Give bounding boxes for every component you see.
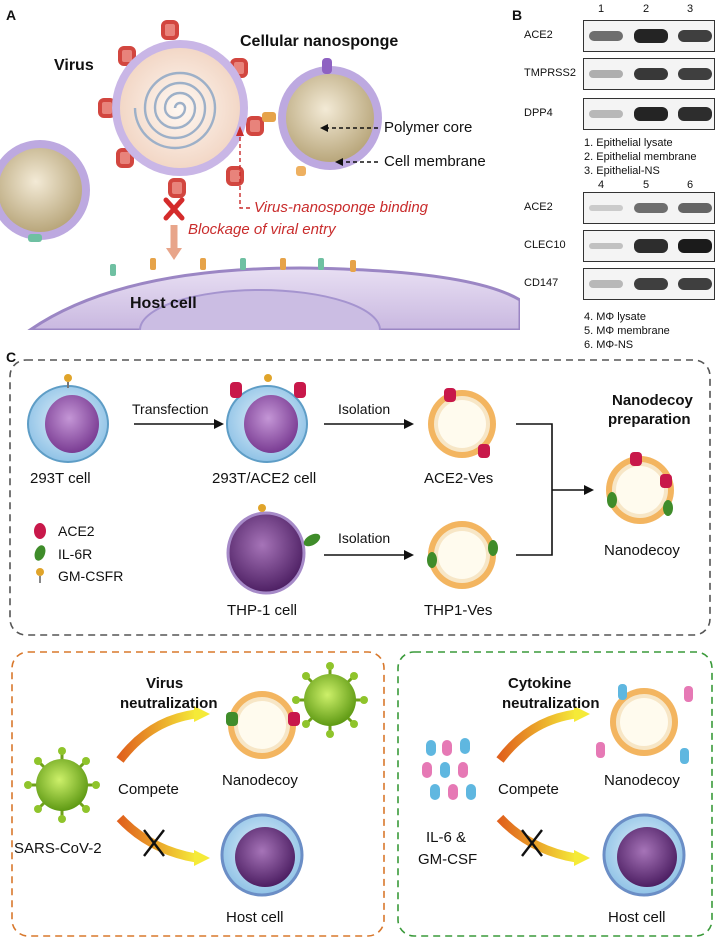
legend-gmcsfr: GM-CSFR bbox=[58, 568, 124, 584]
cytokines-label-line1: IL-6 & bbox=[426, 829, 467, 846]
nanodecoy-preparation-line2: preparation bbox=[608, 411, 691, 428]
nanodecoy-label: Nanodecoy bbox=[604, 542, 680, 559]
top-blot-label-dpp4: DPP4 bbox=[524, 107, 553, 119]
panel-a-illustration bbox=[0, 20, 520, 330]
legend-item-5: 5. MΦ membrane bbox=[584, 325, 670, 337]
blot-band bbox=[634, 67, 668, 81]
bottom-lane-6: 6 bbox=[687, 179, 694, 191]
thp1-cell-graphic bbox=[226, 511, 306, 595]
thp1-cell-label: THP-1 cell bbox=[227, 602, 298, 619]
panel-a-letter: A bbox=[6, 7, 17, 23]
top-blot-label-ace2: ACE2 bbox=[524, 29, 553, 41]
thp1-ves-label: THP1-Ves bbox=[424, 602, 493, 619]
bottom-blot-label-clec10: CLEC10 bbox=[524, 239, 566, 251]
cellular-nanosponge-label: Cellular nanosponge bbox=[240, 33, 399, 50]
legend-ace2: ACE2 bbox=[58, 523, 95, 539]
blot-band bbox=[678, 202, 712, 214]
nanodecoy-virus-graphic bbox=[228, 691, 296, 759]
blot-band bbox=[589, 204, 623, 212]
cytokine-neutralization-line1: Cytokine bbox=[508, 675, 572, 692]
cell-293t-ace2-label: 293T/ACE2 cell bbox=[212, 470, 317, 487]
top-lane-2: 2 bbox=[643, 3, 650, 15]
blockage-label: Blockage of viral entry bbox=[188, 221, 336, 238]
isolation-label-1: Isolation bbox=[338, 401, 391, 417]
top-blot-tmprss2 bbox=[583, 58, 715, 90]
blot-band bbox=[589, 280, 623, 288]
il6r-legend-icon bbox=[34, 545, 46, 561]
blot-band bbox=[589, 110, 623, 118]
blot-band bbox=[678, 67, 712, 81]
compete-label-virus: Compete bbox=[118, 781, 179, 798]
bottom-blot-label-cd147: CD147 bbox=[524, 277, 559, 289]
virus-label: Virus bbox=[54, 57, 94, 74]
nanodecoy-graphic bbox=[606, 456, 674, 524]
host-cell-cytokine-graphic bbox=[602, 813, 686, 897]
host-cell-label-cytokine: Host cell bbox=[608, 909, 666, 926]
blot-band bbox=[589, 242, 623, 250]
legend-item-6: 6. MΦ-NS bbox=[584, 339, 634, 351]
ace2-legend-icon bbox=[34, 523, 46, 539]
bottom-blot-clec10 bbox=[583, 230, 715, 262]
bottom-blot-cd147 bbox=[583, 268, 715, 300]
top-lane-1: 1 bbox=[598, 3, 605, 15]
blot-band bbox=[589, 70, 623, 78]
bottom-blot-ace2 bbox=[583, 192, 715, 224]
nanodecoy-preparation-line1: Nanodecoy bbox=[612, 392, 693, 409]
binding-label: Virus-nanosponge binding bbox=[254, 199, 429, 216]
legend-il6r: IL-6R bbox=[58, 546, 93, 562]
cell-membrane-label: Cell membrane bbox=[384, 153, 486, 170]
legend-item-1: 1. Epithelial lysate bbox=[584, 137, 673, 149]
bottom-lane-4: 4 bbox=[598, 179, 605, 191]
virus-particle-graphic bbox=[98, 20, 264, 198]
top-blot-dpp4 bbox=[583, 98, 715, 130]
cytokine-neutralization-line2: neutralization bbox=[502, 695, 600, 712]
blot-band bbox=[634, 239, 668, 253]
nanosponge-left-graphic bbox=[0, 140, 90, 242]
nanosponge-graphic bbox=[278, 58, 382, 176]
host-cell-label: Host cell bbox=[130, 295, 197, 312]
legend-item-4: 4. MΦ lysate bbox=[584, 311, 646, 323]
sars-cov-2-graphic bbox=[22, 745, 102, 825]
host-cell-virus-graphic bbox=[220, 813, 304, 897]
bottom-blot-label-ace2: ACE2 bbox=[524, 201, 553, 213]
top-blot-ace2 bbox=[583, 20, 715, 52]
thp1-ves-graphic bbox=[428, 521, 496, 589]
panel-c-letter: C bbox=[6, 349, 17, 365]
top-lane-3: 3 bbox=[687, 3, 694, 15]
cytokines-graphic bbox=[422, 738, 476, 800]
legend-item-2: 2. Epithelial membrane bbox=[584, 151, 697, 163]
transfection-label: Transfection bbox=[132, 401, 209, 417]
blot-band bbox=[678, 107, 712, 121]
blot-band bbox=[634, 277, 668, 291]
legend-item-3: 3. Epithelial-NS bbox=[584, 165, 660, 177]
nanodecoy-label-cytokine: Nanodecoy bbox=[604, 772, 680, 789]
gmcsfr-legend-icon bbox=[36, 568, 44, 576]
blot-band bbox=[634, 29, 668, 43]
blot-band bbox=[634, 107, 668, 121]
blot-band bbox=[589, 30, 623, 42]
cell-293t-label: 293T cell bbox=[30, 470, 91, 487]
host-cell-label-virus: Host cell bbox=[226, 909, 284, 926]
sars-cov-2-label: SARS-CoV-2 bbox=[14, 840, 102, 857]
nanodecoy-label-virus: Nanodecoy bbox=[222, 772, 298, 789]
blot-band bbox=[678, 277, 712, 291]
virus-neutralization-line2: neutralization bbox=[120, 695, 218, 712]
panel-b-letter: B bbox=[512, 7, 523, 23]
blot-band bbox=[678, 29, 712, 43]
polymer-core-label: Polymer core bbox=[384, 119, 473, 136]
sars-cov-2-bound-graphic bbox=[290, 660, 370, 740]
cell-293t-graphic bbox=[27, 385, 109, 463]
top-blot-label-tmprss2: TMPRSS2 bbox=[524, 67, 576, 79]
compete-label-cytokine: Compete bbox=[498, 781, 559, 798]
blot-band bbox=[678, 239, 712, 253]
bottom-lane-5: 5 bbox=[643, 179, 650, 191]
blocked-x-icon bbox=[163, 197, 185, 221]
blot-band bbox=[634, 202, 668, 214]
isolation-label-2: Isolation bbox=[338, 530, 391, 546]
ace2-ves-label: ACE2-Ves bbox=[424, 470, 494, 487]
virus-neutralization-line1: Virus bbox=[146, 675, 184, 692]
cytokines-label-line2: GM-CSF bbox=[418, 851, 478, 868]
